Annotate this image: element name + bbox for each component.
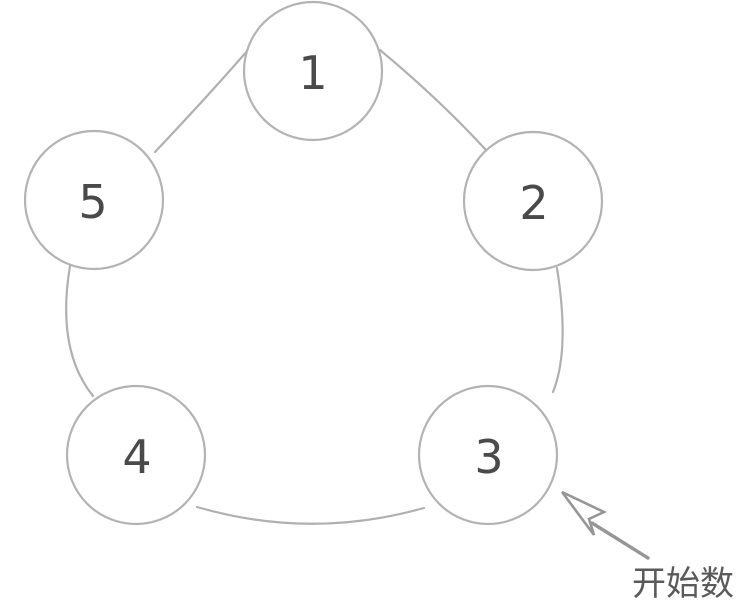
node-5-label: 5	[78, 175, 107, 229]
node-5-circle[interactable]	[23, 129, 165, 271]
node-4[interactable]: 4	[65, 384, 207, 526]
node-2[interactable]: 2	[462, 130, 604, 272]
ring-edges	[65, 48, 564, 525]
node-1[interactable]: 1	[242, 0, 384, 142]
node-2-circle[interactable]	[462, 130, 604, 272]
edge-node2-to-node3	[551, 266, 564, 394]
node-1-circle[interactable]	[242, 0, 384, 142]
node-2-label: 2	[519, 176, 548, 230]
node-4-label: 4	[122, 430, 151, 484]
edge-node1-to-node2	[378, 48, 488, 152]
edge-node5-to-node1	[153, 48, 250, 154]
start-pointer-annotation: 开始数	[560, 490, 734, 603]
node-5[interactable]: 5	[23, 129, 165, 271]
node-1-label: 1	[298, 46, 327, 100]
node-3[interactable]: 3	[417, 384, 559, 526]
edge-node4-to-node5	[65, 264, 95, 398]
start-pointer-arrow-shaft	[590, 521, 650, 560]
edge-node3-to-node4	[195, 505, 426, 525]
node-4-circle[interactable]	[65, 384, 207, 526]
node-3-label: 3	[474, 430, 503, 484]
start-pointer-arrow-head-icon	[560, 490, 608, 536]
start-pointer-label: 开始数	[632, 564, 734, 603]
nodes: 1 2 3 4 5	[23, 0, 604, 526]
node-3-circle[interactable]	[417, 384, 559, 526]
